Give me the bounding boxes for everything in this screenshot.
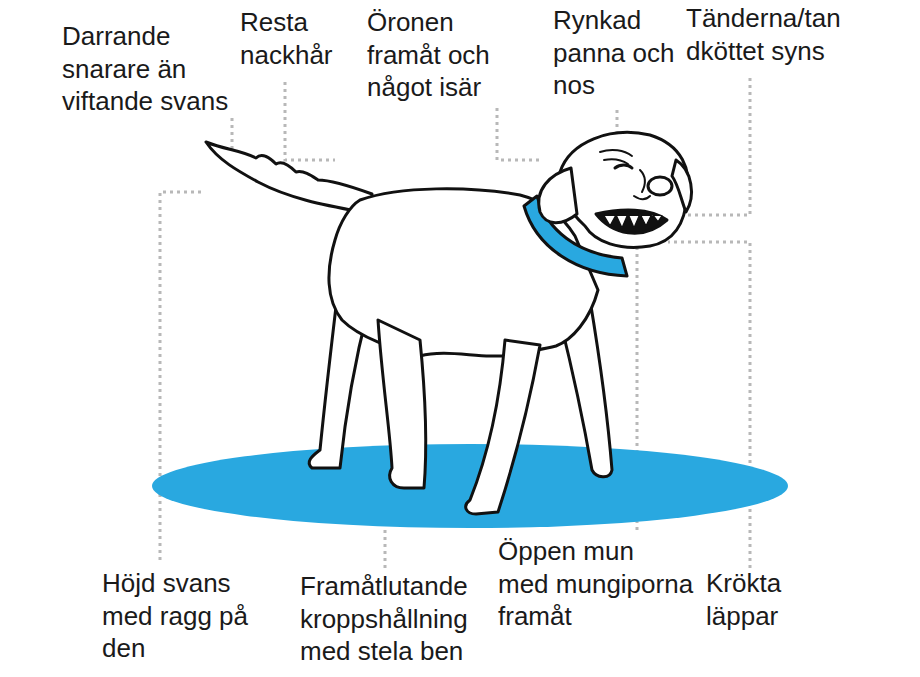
- wrinkles: [600, 150, 650, 199]
- callout-label: Öronen framåt och något isär: [367, 6, 490, 104]
- callout-label: Framåtlutande kroppshållning med stela b…: [300, 570, 468, 668]
- front-near-leg: [466, 340, 540, 514]
- leader-line: [688, 78, 750, 215]
- leader-line: [497, 108, 540, 160]
- callout-label: Krökta läppar: [706, 567, 781, 632]
- label-line: med stela ben: [300, 635, 468, 668]
- label-line: Darrande: [62, 20, 228, 53]
- leader-line: [285, 82, 335, 160]
- leader-line: [231, 118, 234, 150]
- label-line: nackhår: [240, 39, 333, 72]
- label-line: Resta: [240, 6, 333, 39]
- label-line: viftande svans: [62, 85, 228, 118]
- label-line: panna och: [553, 37, 674, 70]
- label-line: något isär: [367, 71, 490, 104]
- label-line: kroppshållning: [300, 603, 468, 636]
- callout-label: Tänderna/tandköttet syns: [686, 2, 841, 67]
- callout-label: Öppen mun med mungiporna framåt: [498, 535, 693, 633]
- label-line: Krökta: [706, 567, 781, 600]
- ear: [539, 168, 577, 223]
- leader-line: [668, 242, 750, 568]
- label-line: framåt: [498, 600, 693, 633]
- dog-head: [560, 133, 688, 248]
- label-line: med ragg på: [102, 600, 248, 633]
- teeth: [604, 214, 662, 228]
- ear: [672, 160, 691, 212]
- label-line: läppar: [706, 600, 781, 633]
- label-line: Rynkad: [553, 4, 674, 37]
- callout-label: Resta nackhår: [240, 6, 333, 71]
- label-line: Framåtlutande: [300, 570, 468, 603]
- label-line: Öronen: [367, 6, 490, 39]
- nose: [648, 177, 672, 195]
- ground-shadow: [152, 444, 788, 528]
- label-line: Tänderna/tan: [686, 2, 841, 35]
- label-line: med mungiporna: [498, 568, 693, 601]
- label-line: Öppen mun: [498, 535, 693, 568]
- label-line: Höjd svans: [102, 567, 248, 600]
- callout-label: Darrande snarare än viftande svans: [62, 20, 228, 118]
- callout-label: Höjd svans med ragg på den: [102, 567, 248, 665]
- label-line: den: [102, 632, 248, 665]
- open-mouth: [596, 210, 667, 233]
- back-near-leg: [378, 320, 426, 488]
- eye: [615, 165, 632, 168]
- dog: [206, 133, 691, 514]
- label-line: framåt och: [367, 39, 490, 72]
- label-line: nos: [553, 69, 674, 102]
- tail: [206, 142, 372, 214]
- callout-label: Rynkad panna och nos: [553, 4, 674, 102]
- label-line: snarare än: [62, 53, 228, 86]
- label-line: dköttet syns: [686, 35, 841, 68]
